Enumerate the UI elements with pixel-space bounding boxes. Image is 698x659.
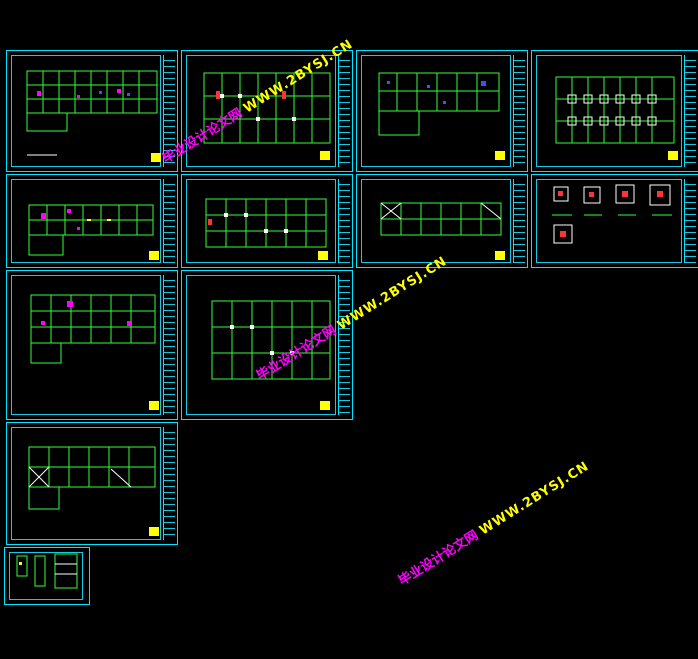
- drawing-sheet-10[interactable]: [181, 270, 353, 420]
- approval-stamp: [149, 527, 159, 536]
- sheet-inner-frame: [11, 179, 161, 263]
- drawing-sheet-12[interactable]: [4, 547, 90, 605]
- sheet-inner-frame: [11, 55, 161, 167]
- sheet-inner-frame: [361, 55, 511, 167]
- title-block: [513, 55, 525, 167]
- approval-stamp: [495, 251, 505, 260]
- title-block: [338, 275, 350, 415]
- title-block: [163, 427, 175, 540]
- sheet-inner-frame: [361, 179, 511, 263]
- floor-plan-drawing: [28, 204, 154, 256]
- drawing-sheet-3[interactable]: [356, 50, 528, 172]
- drawing-sheet-7[interactable]: [356, 174, 528, 268]
- approval-stamp: [495, 151, 505, 160]
- sheet-inner-frame: [186, 275, 336, 415]
- title-block: [338, 55, 350, 167]
- title-block: [163, 275, 175, 415]
- sheet-inner-frame: [9, 552, 83, 600]
- title-block: [513, 179, 525, 263]
- drawing-sheet-6[interactable]: [181, 174, 353, 268]
- sheet-inner-frame: [536, 55, 682, 167]
- approval-stamp: [318, 251, 328, 260]
- title-block: [163, 179, 175, 263]
- drawing-sheet-5[interactable]: [6, 174, 178, 268]
- approval-stamp: [149, 251, 159, 260]
- drawing-sheet-9[interactable]: [6, 270, 178, 420]
- floor-plan-drawing: [26, 70, 158, 156]
- sheet-inner-frame: [11, 427, 161, 540]
- drawing-sheet-2[interactable]: [181, 50, 353, 172]
- approval-stamp: [668, 151, 678, 160]
- beam-plan-drawing: [378, 72, 500, 136]
- title-block: [684, 179, 696, 263]
- column-layout-drawing: [205, 198, 327, 248]
- drawing-sheet-8[interactable]: [531, 174, 698, 268]
- drawing-sheet-1[interactable]: [6, 50, 178, 172]
- title-block: [163, 55, 175, 167]
- site-watermark: 毕业设计论文网 WWW.2BYSJ.CN: [396, 458, 592, 589]
- roof-plan-drawing: [28, 446, 156, 510]
- detail-drawing: [552, 184, 672, 244]
- approval-stamp: [149, 401, 159, 410]
- column-layout-drawing: [203, 72, 331, 144]
- title-block: [338, 179, 350, 263]
- approval-stamp: [320, 401, 330, 410]
- title-block: [684, 55, 696, 167]
- drawing-sheet-4[interactable]: [531, 50, 698, 172]
- approval-stamp: [320, 151, 330, 160]
- floor-plan-drawing: [30, 294, 156, 364]
- sheet-inner-frame: [186, 179, 336, 263]
- column-layout-drawing: [211, 300, 331, 380]
- drawing-sheet-11[interactable]: [6, 422, 178, 545]
- stair-detail-drawing: [16, 553, 78, 589]
- sheet-inner-frame: [536, 179, 682, 263]
- roof-plan-drawing: [380, 202, 502, 236]
- foundation-plan-drawing: [555, 76, 675, 144]
- sheet-inner-frame: [186, 55, 336, 167]
- sheet-inner-frame: [11, 275, 161, 415]
- approval-stamp: [151, 153, 161, 162]
